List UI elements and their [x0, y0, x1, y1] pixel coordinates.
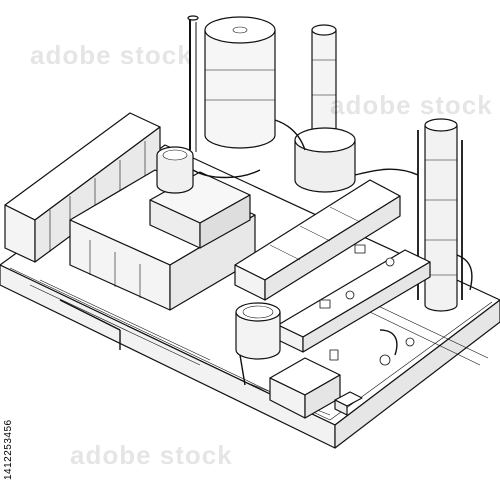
- chimney-stack: [294, 24, 356, 193]
- large-storage-tank: [187, 15, 276, 152]
- small-vessel-top: [156, 146, 194, 194]
- central-machinery-block: [69, 169, 256, 311]
- left-hall-building: [4, 112, 161, 263]
- small-equipment: [319, 244, 415, 366]
- distillation-column: [417, 118, 463, 312]
- front-cylinder-tank: [235, 302, 281, 360]
- stock-image-id: 1412253456: [3, 419, 14, 480]
- pipe-network: [59, 119, 473, 386]
- duct-building-right: [234, 179, 401, 301]
- front-machine-box: [269, 357, 363, 419]
